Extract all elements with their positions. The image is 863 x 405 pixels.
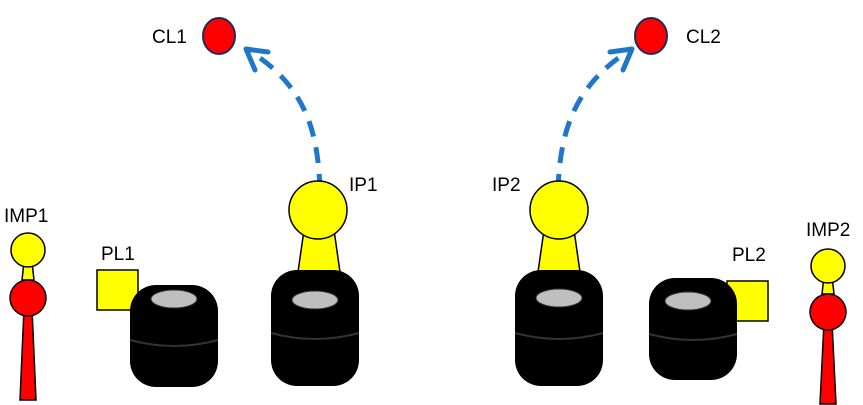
label-pl2: PL2 [732, 245, 766, 266]
pl1-square [96, 269, 139, 311]
label-ip1: IP1 [349, 175, 378, 196]
tire-left-2 [270, 270, 360, 386]
label-pl1: PL1 [101, 244, 135, 265]
label-imp1: IMP1 [4, 206, 48, 227]
imp2-figure [809, 248, 847, 405]
cl1-circle [202, 17, 236, 55]
arrow-ip1-to-cl1 [243, 46, 323, 191]
arrow-ip2-to-cl2 [555, 46, 635, 191]
tire-left-1 [129, 285, 219, 387]
label-ip2: IP2 [492, 175, 521, 196]
label-cl2: CL2 [686, 27, 721, 48]
tire-right-1 [514, 270, 604, 386]
ip2-figure [529, 180, 589, 273]
imp1-figure [9, 232, 47, 401]
tire-right-2 [648, 278, 738, 380]
cl2-circle [634, 17, 668, 55]
label-imp2: IMP2 [806, 220, 850, 241]
label-cl1: CL1 [152, 27, 187, 48]
ip1-figure [288, 180, 348, 273]
